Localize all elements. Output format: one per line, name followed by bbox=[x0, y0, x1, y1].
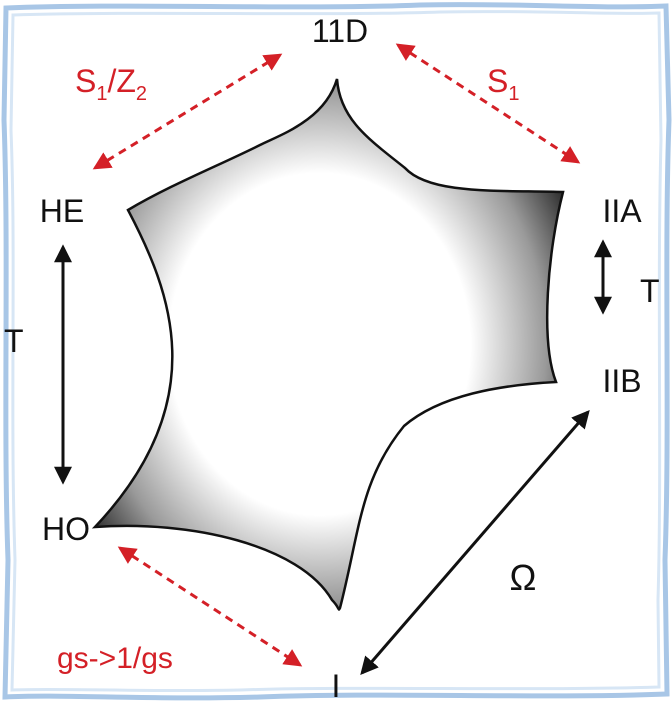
omega-label: Ω bbox=[510, 557, 537, 598]
gs-label: gs->1/gs bbox=[57, 642, 173, 675]
node-11d: 11D bbox=[312, 13, 368, 49]
s1-label: S1 bbox=[487, 63, 519, 105]
node-ho: HO bbox=[42, 511, 90, 547]
t-left-label: T bbox=[4, 323, 24, 359]
moduli-space-shape bbox=[91, 78, 565, 611]
node-iib: IIB bbox=[602, 363, 641, 399]
s1-z2-label: S1/Z2 bbox=[75, 63, 147, 105]
node-he: HE bbox=[40, 193, 84, 229]
gs-arrow bbox=[117, 546, 303, 667]
omega-arrow bbox=[360, 409, 590, 676]
t-right-label: T bbox=[640, 273, 660, 309]
node-i: I bbox=[332, 668, 341, 702]
s1-arrow bbox=[395, 43, 581, 164]
node-iia: IIA bbox=[602, 193, 642, 229]
